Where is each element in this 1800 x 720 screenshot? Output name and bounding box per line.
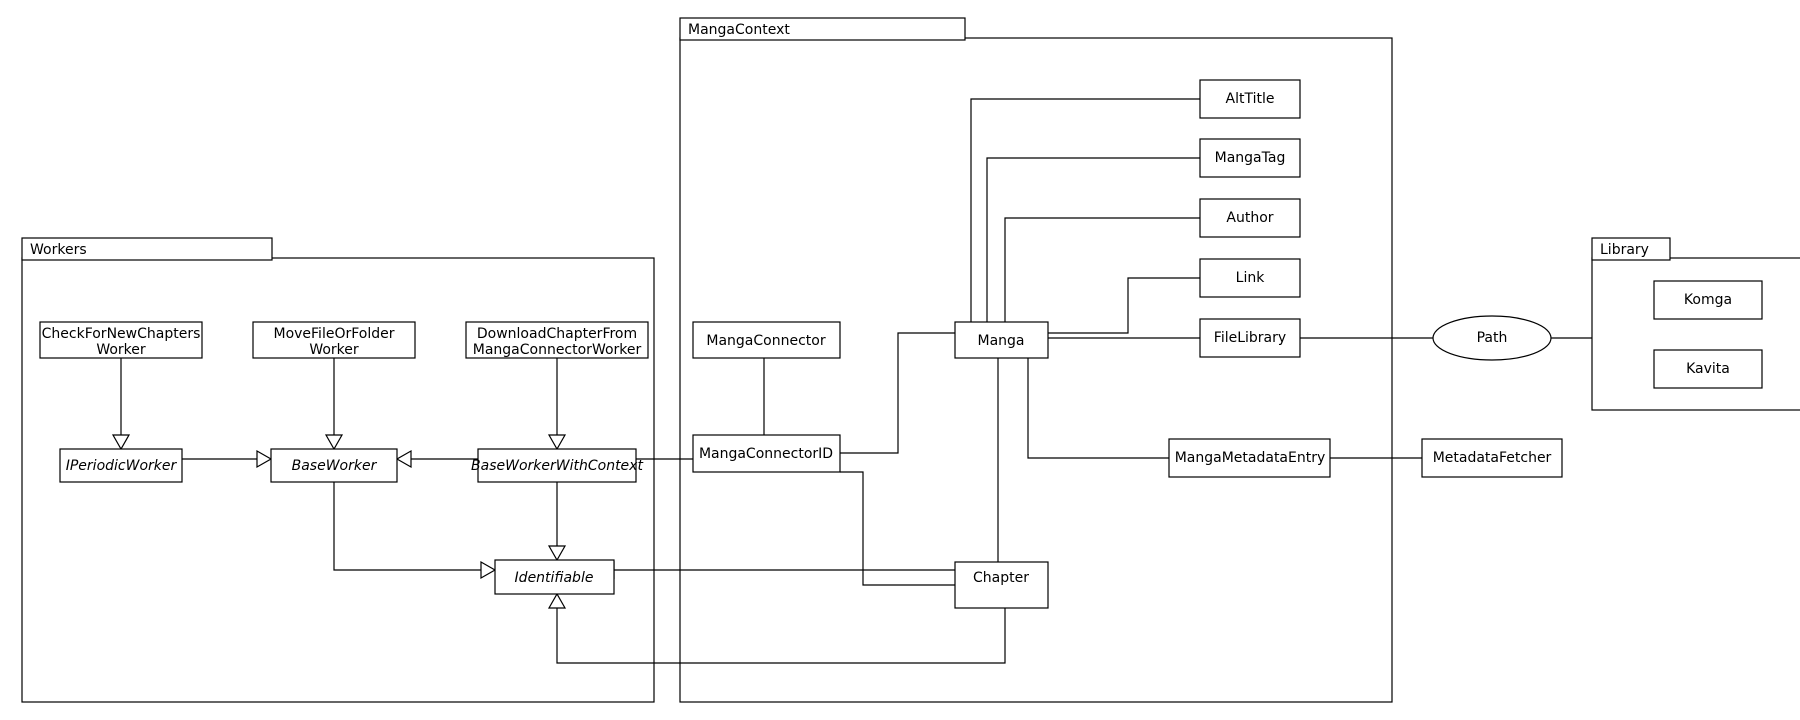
node-check-for-new-chapters-worker[interactable]: CheckForNewChapters Worker [39,321,203,359]
node-manga-label: Manga [978,333,1025,349]
arrowhead-generalization-identifiable-bottom [547,592,567,609]
node-chapter[interactable]: Chapter [954,561,1049,609]
node-baseworkerwithcontext-label: BaseWorkerWithContext [471,458,643,474]
node-kavita[interactable]: Kavita [1653,349,1763,389]
edge-manga-mangatag [986,157,1200,333]
edge-mangaconnectorid-manga [840,332,955,454]
arrowhead-generalization-baseworkerwithcontext [547,434,567,451]
arrowhead-generalization-baseworker-top [324,434,344,451]
package-library-label: Library [1600,242,1649,258]
node-move-file-or-folder-worker-box[interactable] [252,321,416,359]
node-alttitle-box[interactable] [1199,79,1301,119]
package-mangacontext: MangaContext [679,17,1393,703]
package-library-body [1591,257,1800,411]
node-identifiable-label: Identifiable [515,570,594,586]
node-author-box[interactable] [1199,198,1301,238]
node-baseworkerwithcontext-box[interactable] [477,448,637,483]
node-mangametadataentry[interactable]: MangaMetadataEntry [1168,438,1331,478]
node-alttitle-label: AltTitle [1226,91,1275,107]
package-workers-tab [21,237,273,261]
node-check-for-new-chapters-worker-label-line1: CheckForNewChapters [42,326,201,342]
node-mangaconnectorid-label: MangaConnectorID [699,446,833,462]
arrowhead-realization-baseworker-left [256,449,273,469]
node-filelibrary[interactable]: FileLibrary [1199,318,1301,358]
node-move-file-or-folder-worker[interactable]: MoveFileOrFolder Worker [252,321,416,359]
edge-chapter-identifiable-bottom [556,608,1006,664]
package-workers-label: Workers [30,242,87,258]
node-metadatafetcher[interactable]: MetadataFetcher [1421,438,1563,478]
node-mangaconnector-box[interactable] [692,321,841,359]
node-filelibrary-label: FileLibrary [1214,330,1286,346]
node-baseworker-box[interactable] [270,448,398,483]
node-author-label: Author [1226,210,1273,226]
package-mangacontext-label: MangaContext [688,22,790,38]
node-baseworker-label: BaseWorker [292,458,378,474]
node-check-for-new-chapters-worker-box[interactable] [39,321,203,359]
package-workers-body [21,257,655,703]
node-filelibrary-box[interactable] [1199,318,1301,358]
arrowhead-generalization-baseworker-right [395,449,412,469]
edge-manga-alttitle [970,98,1200,333]
node-komga-box[interactable] [1653,280,1763,320]
node-baseworkerwithcontext[interactable]: BaseWorkerWithContext [471,448,643,483]
arrowhead-realization-identifiable-left [480,560,497,580]
arrowhead-generalization-identifiable-top [547,545,567,562]
edge-layer [111,98,1592,664]
node-check-for-new-chapters-worker-label-line2: Worker [96,342,146,358]
node-mangametadataentry-label: MangaMetadataEntry [1175,450,1326,466]
node-manga-box[interactable] [954,321,1049,359]
node-chapter-label: Chapter [973,570,1029,586]
node-metadatafetcher-label: MetadataFetcher [1433,450,1552,466]
node-kavita-box[interactable] [1653,349,1763,389]
node-baseworker[interactable]: BaseWorker [270,448,398,483]
node-manga[interactable]: Manga [954,321,1049,359]
node-download-chapter-from-manga-connector-worker[interactable]: DownloadChapterFrom MangaConnectorWorker [465,321,649,359]
node-path[interactable]: Path [1432,315,1552,361]
edge-mangaconnectorid-chapter [840,471,955,586]
node-komga-label: Komga [1684,292,1732,308]
node-iperiodicworker[interactable]: IPeriodicWorker [59,448,183,483]
node-download-chapter-from-manga-connector-worker-label-line2: MangaConnectorWorker [473,342,642,358]
edge-manga-mangametadataentry [1027,358,1169,459]
node-identifiable-box[interactable] [494,559,615,595]
package-mangacontext-tab [679,17,966,41]
node-mangatag-box[interactable] [1199,138,1301,178]
edge-manga-link [1048,277,1200,334]
node-path-ellipse[interactable] [1432,315,1552,361]
node-link-box[interactable] [1199,258,1301,298]
node-mangatag[interactable]: MangaTag [1199,138,1301,178]
package-library-tab [1591,237,1671,261]
node-author[interactable]: Author [1199,198,1301,238]
node-link-label: Link [1236,270,1266,286]
node-move-file-or-folder-worker-label-line2: Worker [309,342,359,358]
edge-baseworker-identifiable [333,482,481,571]
node-metadatafetcher-box[interactable] [1421,438,1563,478]
edge-manga-author [1004,217,1200,333]
node-link[interactable]: Link [1199,258,1301,298]
package-mangacontext-body [679,37,1393,703]
node-download-chapter-from-manga-connector-worker-label-line1: DownloadChapterFrom [477,326,637,342]
node-download-chapter-from-manga-connector-worker-box[interactable] [465,321,649,359]
node-mangatag-label: MangaTag [1215,150,1286,166]
node-kavita-label: Kavita [1686,361,1730,377]
node-mangaconnector[interactable]: MangaConnector [692,321,841,359]
node-komga[interactable]: Komga [1653,280,1763,320]
node-iperiodicworker-label: IPeriodicWorker [66,458,178,474]
node-mangametadataentry-box[interactable] [1168,438,1331,478]
node-mangaconnectorid-box[interactable] [692,434,841,473]
node-path-label: Path [1477,330,1508,346]
node-move-file-or-folder-worker-label-line1: MoveFileOrFolder [273,326,394,342]
node-mangaconnectorid[interactable]: MangaConnectorID [692,434,841,473]
package-workers: Workers [21,237,655,703]
arrowhead-generalization-iperiodicworker [111,434,131,451]
node-alttitle[interactable]: AltTitle [1199,79,1301,119]
node-mangaconnector-label: MangaConnector [706,333,825,349]
node-iperiodicworker-box[interactable] [59,448,183,483]
node-chapter-box[interactable] [954,561,1049,609]
package-library: Library [1591,237,1800,411]
node-identifiable[interactable]: Identifiable [494,559,615,595]
